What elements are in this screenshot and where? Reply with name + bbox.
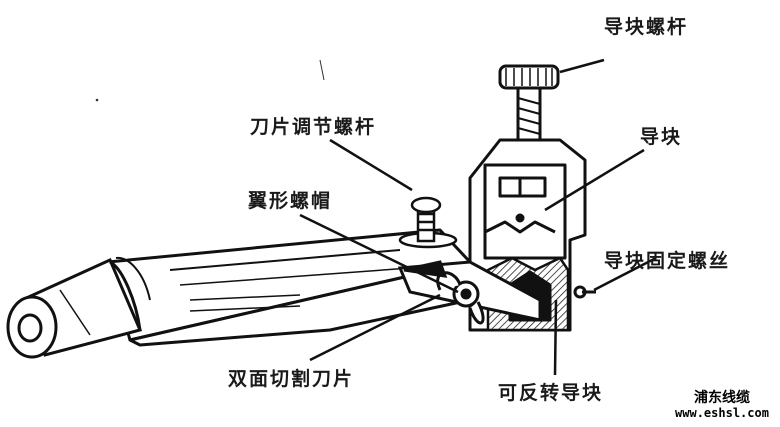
watermark-url: www.eshsl.com bbox=[675, 406, 769, 420]
leader-lines bbox=[299, 58, 657, 376]
paper-marks bbox=[95, 59, 325, 102]
top-screw-assembly bbox=[498, 64, 560, 142]
label-blade-adjust-screw: 刀片调节螺杆 bbox=[250, 116, 377, 138]
label-wing-nut: 翼形螺帽 bbox=[248, 190, 333, 212]
label-guide-block: 导块 bbox=[640, 126, 683, 148]
label-guide-fix-screw: 导块固定螺丝 bbox=[604, 250, 731, 272]
label-double-blade: 双面切割刀片 bbox=[228, 368, 355, 390]
blade-adjust-assembly bbox=[398, 196, 458, 249]
label-reversible-guide: 可反转导块 bbox=[498, 382, 604, 404]
handle-grip bbox=[6, 256, 151, 359]
label-guide-screw: 导块螺杆 bbox=[604, 16, 689, 38]
watermark-name: 浦东线缆 bbox=[694, 390, 750, 406]
watermark: 浦东线缆 www.eshsl.com bbox=[672, 390, 772, 420]
